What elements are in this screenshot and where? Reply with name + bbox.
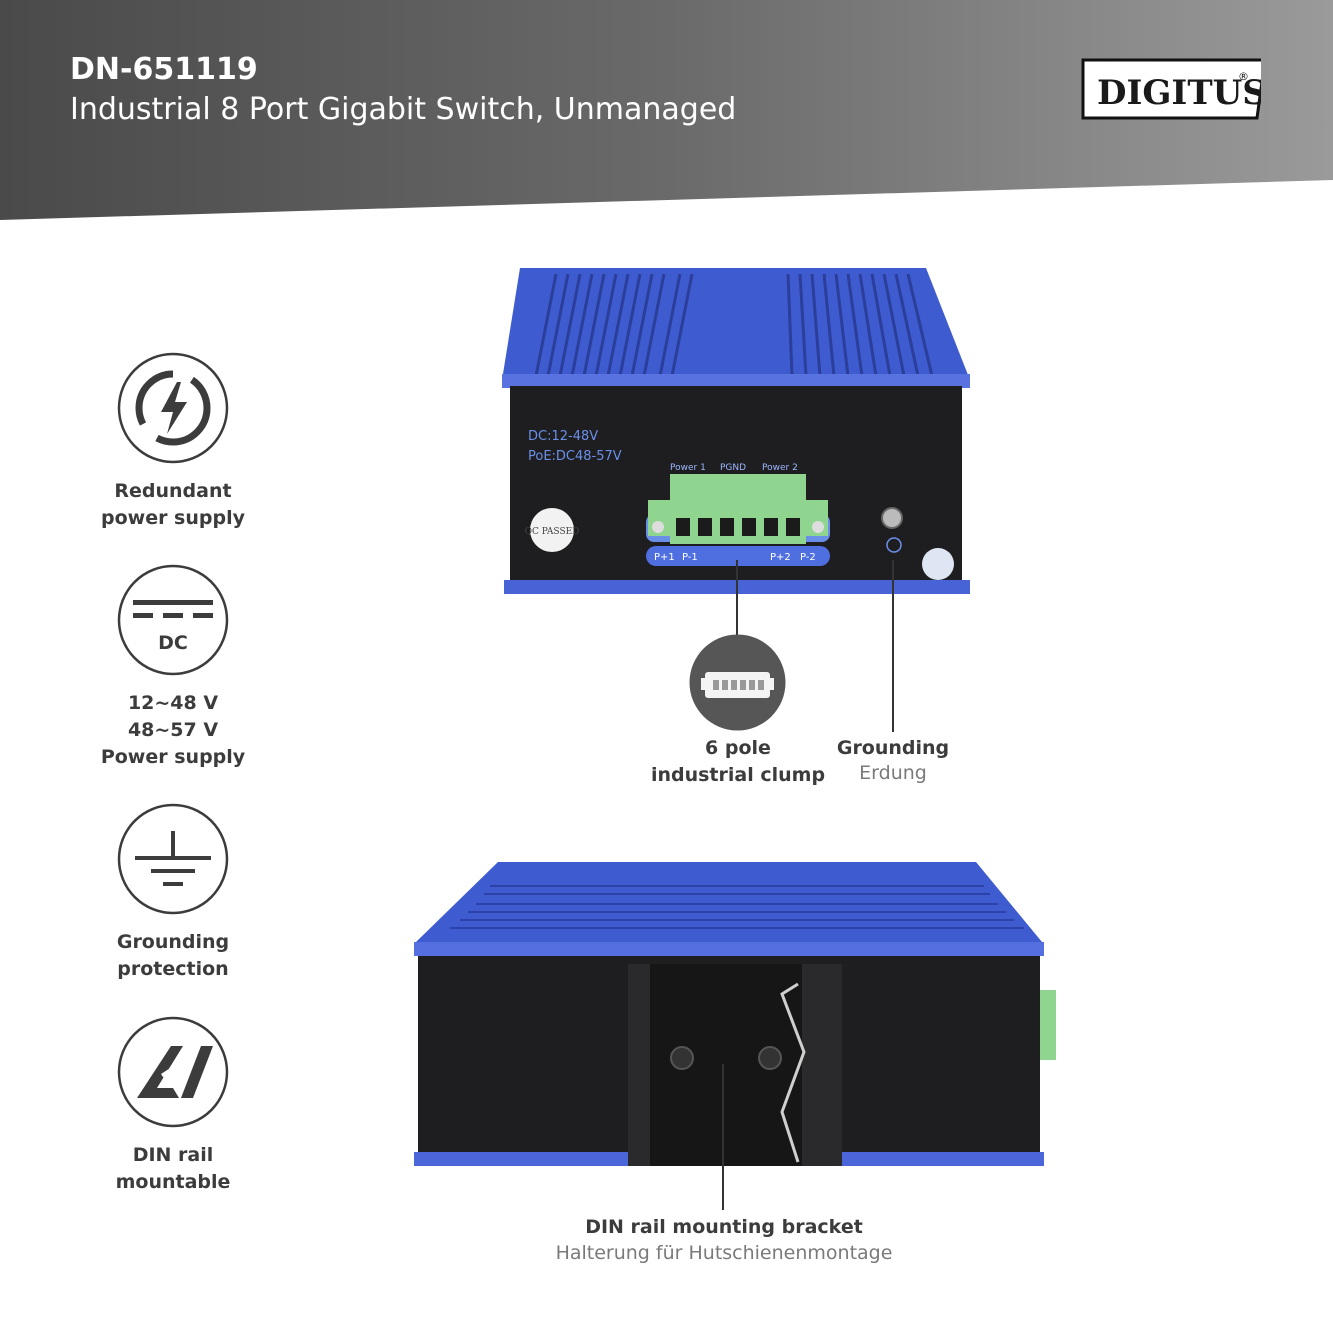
terminal-clump-icon: [689, 634, 786, 731]
lightning-icon: [117, 352, 229, 464]
feature-label: Grounding protection: [116, 931, 230, 980]
terminal-label-p1minus: P-1: [682, 552, 698, 563]
callout-grounding-label: Grounding: [836, 737, 950, 759]
ground-icon: [117, 803, 229, 915]
callout-line-din: [722, 1064, 724, 1210]
terminal-label-power1: Power 1: [670, 463, 706, 473]
dc-icon-text: DC: [158, 632, 188, 654]
dc-icon: DC: [117, 564, 229, 676]
product-sku: DN-651119: [70, 52, 258, 87]
voltage-label-dc: DC:12-48V: [528, 429, 598, 444]
feature-label: 12~48 V 48~57 V Power supply: [100, 692, 246, 768]
callout-din-label: DIN rail mounting bracket: [585, 1216, 863, 1238]
terminal-label-power2: Power 2: [762, 463, 798, 473]
callout-din-label-de: Halterung für Hutschienenmontage: [555, 1242, 893, 1264]
feature-grounding: Grounding protection: [88, 803, 258, 983]
callout-line-clump: [736, 560, 738, 638]
product-title: Industrial 8 Port Gigabit Switch, Unmana…: [70, 92, 737, 127]
feature-label: Redundant power supply: [100, 480, 245, 529]
feature-label: DIN rail mountable: [115, 1144, 231, 1193]
feature-din-rail: DIN rail mountable: [88, 1016, 258, 1196]
feature-dc-power: DC 12~48 V 48~57 V Power supply: [88, 564, 258, 771]
brand-registered-mark: ®: [1238, 70, 1249, 83]
callout-clump-label: 6 pole industrial clump: [650, 737, 826, 786]
callout-line-grounding: [892, 560, 894, 732]
qc-sticker-text: QC PASSED: [525, 527, 580, 537]
terminal-label-p2minus: P-2: [800, 552, 816, 563]
brand-name: DIGITUS: [1097, 73, 1261, 113]
feature-redundant-power: Redundant power supply: [88, 352, 258, 532]
switch-front-view: DC:12-48V PoE:DC48-57V QC PASSED Power 1…: [502, 268, 970, 594]
digitus-logo: DIGITUS ®: [1081, 58, 1261, 120]
voltage-label-poe: PoE:DC48-57V: [528, 449, 622, 464]
terminal-label-pgnd: PGND: [720, 463, 746, 473]
terminal-label-p2plus: P+2: [770, 552, 791, 563]
din-rail-icon: [117, 1016, 229, 1128]
terminal-label-p1plus: P+1: [654, 552, 675, 563]
switch-side-view: [414, 862, 1056, 1166]
callout-grounding-label-de: Erdung: [859, 762, 927, 784]
